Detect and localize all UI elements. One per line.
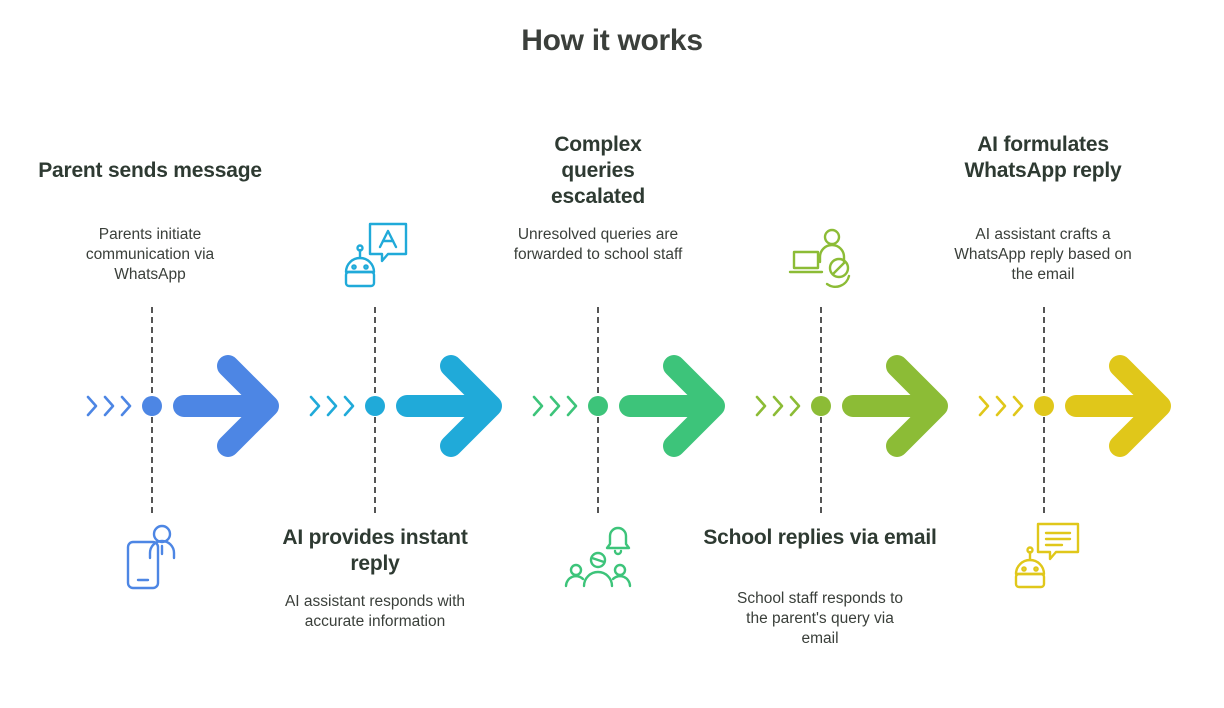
step-2-marker bbox=[365, 396, 385, 416]
step-4-description: School staff responds to the parent's qu… bbox=[736, 590, 903, 647]
step-3-chevrons bbox=[532, 395, 578, 417]
step-5-chevrons bbox=[978, 395, 1024, 417]
step-3-arrow bbox=[619, 355, 725, 457]
step-4-chevrons bbox=[755, 395, 801, 417]
step-2-arrow bbox=[396, 355, 502, 457]
person-phone-icon bbox=[126, 524, 176, 590]
step-1-heading: Parent sends message bbox=[38, 159, 262, 182]
step-5-description: AI assistant crafts a WhatsApp reply bas… bbox=[954, 226, 1132, 283]
step-1-marker bbox=[142, 396, 162, 416]
step-1-arrow bbox=[173, 355, 279, 457]
step-5-heading: AI formulates WhatsApp reply bbox=[964, 133, 1122, 182]
group-bell-icon bbox=[564, 526, 632, 588]
step-5-arrow bbox=[1065, 355, 1171, 457]
step-4-heading: School replies via email bbox=[703, 526, 937, 549]
step-2-heading: AI provides instant reply bbox=[282, 526, 468, 575]
step-5-marker bbox=[1034, 396, 1054, 416]
step-3-heading: Complex queries escalated bbox=[551, 133, 645, 208]
robot-chat-icon bbox=[344, 222, 408, 288]
step-3-description: Unresolved queries are forwarded to scho… bbox=[513, 226, 683, 263]
diagram-title: How it works bbox=[521, 24, 703, 57]
step-4-marker bbox=[811, 396, 831, 416]
step-2-chevrons bbox=[309, 395, 355, 417]
robot-message-icon bbox=[1014, 522, 1080, 589]
staff-laptop-icon bbox=[788, 228, 851, 288]
step-1-description: Parents initiate communication via Whats… bbox=[85, 226, 215, 283]
step-1-chevrons bbox=[86, 395, 132, 417]
step-4-arrow bbox=[842, 355, 948, 457]
step-3-marker bbox=[588, 396, 608, 416]
step-2-description: AI assistant responds with accurate info… bbox=[284, 593, 466, 630]
